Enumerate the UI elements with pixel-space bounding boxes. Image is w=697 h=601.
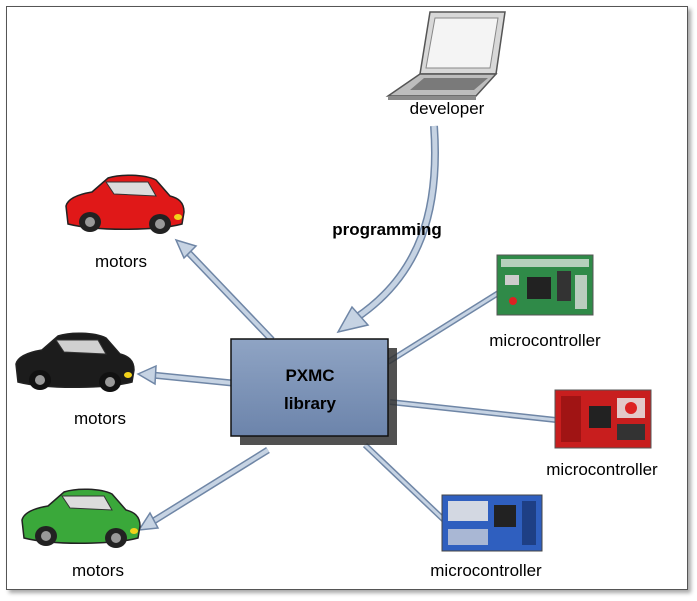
line-to-microcontroller-2 — [389, 399, 557, 423]
car-icon — [21, 488, 141, 548]
node-title-line2: library — [284, 394, 337, 413]
arrow-to-motors-1 — [174, 238, 275, 343]
microcontroller-board-icon — [554, 389, 652, 449]
microcontroller-board-icon — [441, 494, 543, 552]
microcontroller-label-3: microcontroller — [430, 561, 542, 580]
programming-label: programming — [332, 220, 442, 239]
arrow-to-motors-2 — [136, 364, 233, 387]
microcontroller-label-2: microcontroller — [546, 460, 658, 479]
laptop-icon — [385, 11, 506, 100]
line-to-microcontroller-3 — [362, 442, 447, 523]
microcontroller-label-1: microcontroller — [489, 331, 601, 350]
microcontroller-board-icon — [496, 254, 594, 316]
node-title-line1: PXMC — [285, 366, 334, 385]
arrow-to-motors-3 — [137, 447, 270, 531]
line-to-microcontroller-1 — [386, 289, 502, 365]
motors-label-2: motors — [74, 409, 126, 428]
motors-label-3: motors — [72, 561, 124, 580]
car-icon — [15, 332, 135, 392]
programming-arrow — [336, 125, 439, 334]
motors-label-1: motors — [95, 252, 147, 271]
pxmc-library-node: PXMC library — [230, 338, 397, 445]
car-icon — [65, 174, 185, 234]
developer-label: developer — [410, 99, 485, 118]
